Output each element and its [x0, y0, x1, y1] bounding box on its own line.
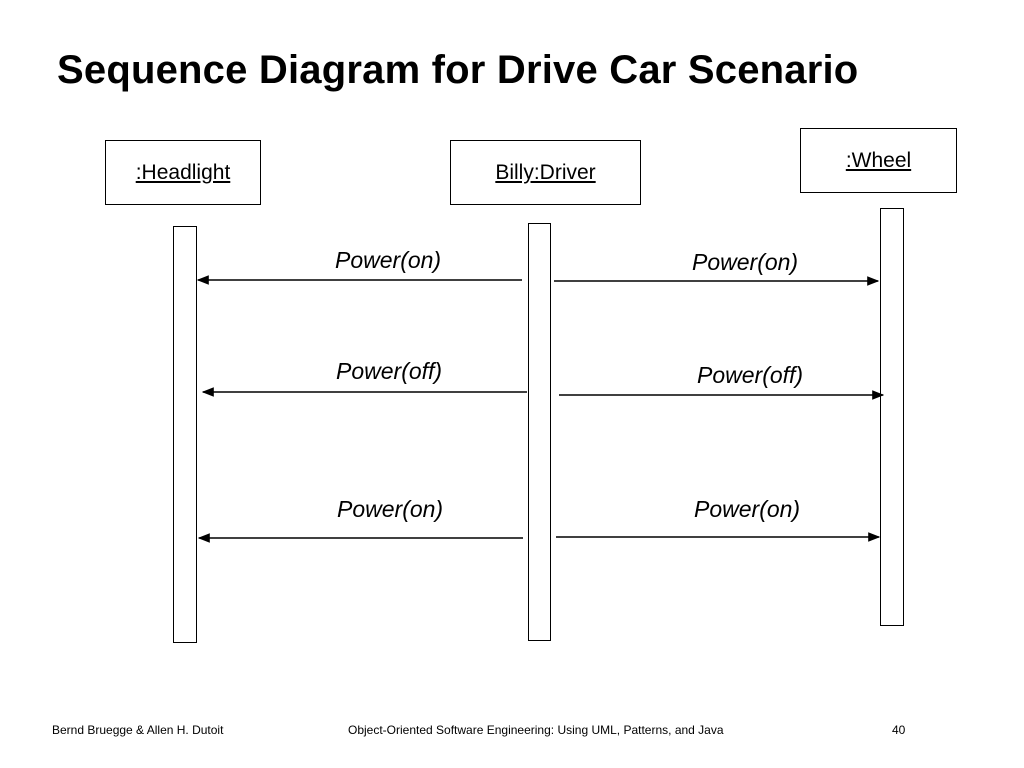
message-1-label-wheel: Power(on)	[692, 249, 799, 275]
message-3-label-wheel: Power(on)	[694, 496, 801, 522]
message-3-label-headlight: Power(on)	[337, 496, 444, 522]
headlight-object-box: :Headlight	[105, 140, 261, 205]
wheel-activation-bar	[880, 208, 904, 626]
headlight-object-label: :Headlight	[135, 160, 231, 184]
wheel-object-box: :Wheel	[800, 128, 957, 193]
footer-page-number: 40	[892, 723, 906, 737]
driver-activation-bar	[528, 223, 551, 641]
message-1-label-headlight: Power(on)	[335, 247, 442, 273]
driver-object-box: Billy:Driver	[450, 140, 641, 205]
message-2-label-wheel: Power(off)	[697, 362, 804, 388]
footer-authors: Bernd Bruegge & Allen H. Dutoit	[52, 723, 224, 737]
headlight-activation-bar	[173, 226, 197, 643]
driver-object-label: Billy:Driver	[495, 160, 596, 184]
message-2-label-headlight: Power(off)	[336, 358, 443, 384]
footer-book-title: Object-Oriented Software Engineering: Us…	[348, 723, 724, 737]
wheel-object-label: :Wheel	[845, 148, 912, 172]
slide-title: Sequence Diagram for Drive Car Scenario	[57, 48, 859, 92]
